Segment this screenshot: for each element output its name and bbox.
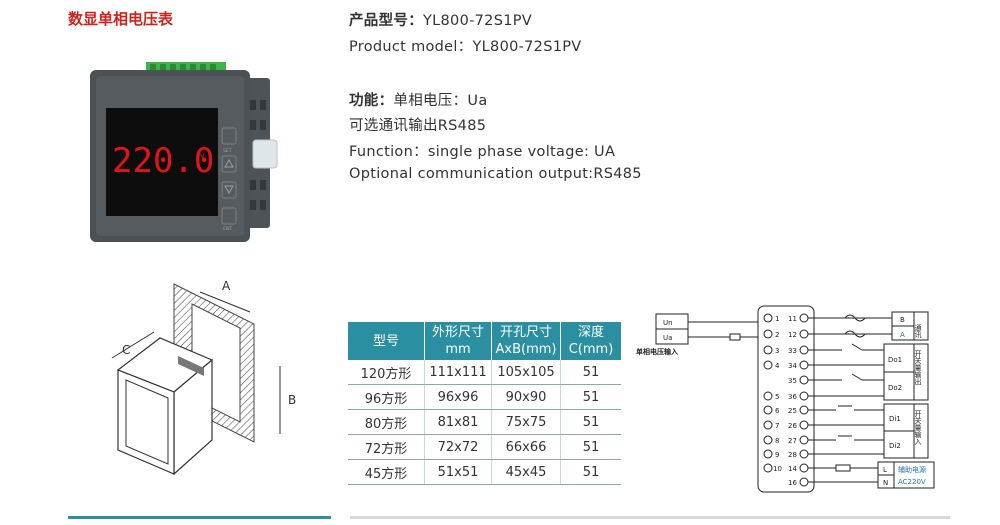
comm-line-cn: 可选通讯输出RS485 <box>349 118 487 134</box>
input-label-un: Un <box>663 319 673 327</box>
input-label-ua: Ua <box>663 334 672 342</box>
cell-model: 45方形 <box>348 459 425 485</box>
dim-label-b: B <box>288 393 296 407</box>
comm-label-a: A <box>900 331 905 339</box>
input-caption: 单相电压输入 <box>636 347 678 356</box>
cell-model: 96方形 <box>348 384 425 410</box>
terminal-left: 10 <box>773 465 782 473</box>
terminal-right: 35 <box>788 377 797 385</box>
do-label-1: Do1 <box>888 356 902 364</box>
terminal-right: 34 <box>788 362 797 370</box>
terminal-right: 26 <box>788 422 797 430</box>
cell-cutout: 75x75 <box>491 409 561 435</box>
cell-cutout: 66x66 <box>491 434 561 460</box>
terminal-right: 33 <box>788 347 797 355</box>
model-label-cn: 产品型号： <box>349 13 423 29</box>
terminal-left: 7 <box>775 422 779 430</box>
terminal-left: 2 <box>775 331 779 339</box>
set-button-label: SET <box>223 148 232 154</box>
ent-button-label: ENT <box>223 226 232 232</box>
display-unit: v <box>200 151 205 160</box>
comm-line-en: Optional communication output:RS485 <box>349 166 642 182</box>
do-label-2: Do2 <box>888 384 902 392</box>
di-label-1: Di1 <box>889 415 901 423</box>
terminal-left: 3 <box>775 347 779 355</box>
power-voltage: AC220V <box>898 478 926 486</box>
comm-caption: 通讯 <box>914 323 922 339</box>
cell-cutout: 90x90 <box>491 384 561 410</box>
terminal-right: 27 <box>788 437 797 445</box>
cell-cutout: 105x105 <box>491 360 561 385</box>
terminal-left: 4 <box>775 362 780 370</box>
function-value-cn: 单相电压：Ua <box>393 93 488 109</box>
power-label-l: L <box>883 466 887 474</box>
accent-bar-right <box>350 516 950 519</box>
model-line-en: Product model：YL800-72S1PV <box>349 35 582 56</box>
cell-outer: 111x111 <box>424 360 492 385</box>
model-line-cn: 产品型号：YL800-72S1PV <box>349 9 532 30</box>
terminal-left: 9 <box>775 451 779 459</box>
meter-image: 220.0 v SET ENT <box>90 62 278 242</box>
terminal-right: 12 <box>788 331 797 339</box>
table-row: 120方形 111x111 105x105 51 <box>348 360 621 385</box>
cell-depth: 51 <box>560 409 621 435</box>
power-label-n: N <box>883 479 888 487</box>
terminal-right: 11 <box>788 315 797 323</box>
wiring-diagram: Un Ua 单相电压输入 1 2 3 4 5 6 7 8 9 10 11 <box>636 305 935 493</box>
cell-outer: 81x81 <box>424 409 492 435</box>
cell-depth: 51 <box>560 384 621 410</box>
cell-depth: 51 <box>560 434 621 460</box>
terminal-left: 5 <box>775 393 779 401</box>
power-caption: 辅助电源 <box>898 465 926 474</box>
model-value-en: YL800-72S1PV <box>472 39 582 55</box>
cell-outer: 96x96 <box>424 384 492 410</box>
cell-outer: 51x51 <box>424 459 492 485</box>
cell-model: 120方形 <box>348 360 425 385</box>
cell-depth: 51 <box>560 360 621 385</box>
di-label-2: Di2 <box>889 442 901 450</box>
terminal-right: 25 <box>788 407 797 415</box>
terminal-left: 1 <box>775 315 779 323</box>
up-arrow-icon <box>224 158 234 168</box>
table-row: 96方形 96x96 90x90 51 <box>348 384 621 410</box>
accent-bar-left <box>68 516 331 519</box>
table-row: 72方形 72x72 66x66 51 <box>348 434 621 460</box>
cell-model: 72方形 <box>348 434 425 460</box>
cell-model: 80方形 <box>348 409 425 435</box>
dim-label-c: C <box>122 343 130 357</box>
function-line-en: Function：single phase voltage: UA <box>349 144 616 160</box>
header-model: 型号 <box>348 322 425 360</box>
cell-cutout: 45x45 <box>491 459 561 485</box>
terminal-right: 14 <box>788 465 797 473</box>
di-caption: 开关量输入 <box>914 410 922 445</box>
cell-depth: 51 <box>560 459 621 485</box>
terminal-left: 8 <box>775 437 779 445</box>
do-caption: 开关量输出 <box>914 350 922 386</box>
model-value: YL800-72S1PV <box>423 13 532 29</box>
terminal-right: 28 <box>788 451 797 459</box>
model-label-en: Product model： <box>349 39 473 55</box>
down-arrow-icon <box>224 185 234 195</box>
comm-label-b: B <box>900 316 905 324</box>
page-title: 数显单相电压表 <box>68 10 174 28</box>
function-line-cn: 功能：单相电压：Ua <box>349 89 488 110</box>
function-label-cn: 功能： <box>349 93 394 109</box>
terminal-right: 16 <box>788 479 797 487</box>
table-row: 80方形 81x81 75x75 51 <box>348 409 621 435</box>
dimension-diagram: A B C <box>111 279 296 476</box>
terminal-right: 36 <box>788 393 797 401</box>
cell-outer: 72x72 <box>424 434 492 460</box>
dim-label-a: A <box>222 279 231 293</box>
terminal-left: 6 <box>775 407 780 415</box>
display-value: 220.0 <box>112 141 214 181</box>
table-row: 45方形 51x51 45x45 51 <box>348 459 621 485</box>
